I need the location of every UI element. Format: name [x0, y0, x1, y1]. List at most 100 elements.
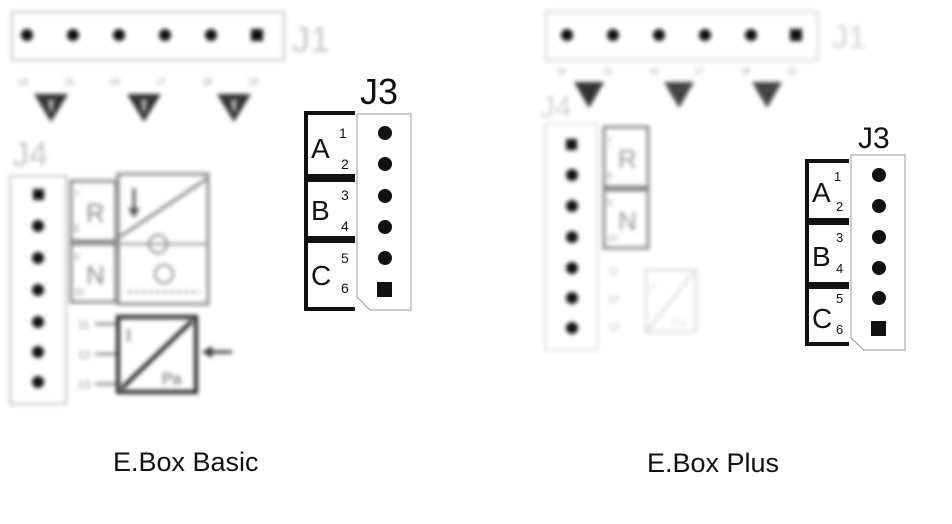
basic-pressure-transducer: [116, 315, 198, 394]
plus-j3-connector: J3 A B C 1 2 3 4 5 6: [805, 122, 906, 351]
basic-transformer-box: [116, 172, 210, 306]
basic-j3-pin-number: 2: [341, 156, 349, 172]
basic-j4-pin: [32, 346, 44, 358]
plus-j3-bracket-c: [805, 285, 849, 346]
basic-j3-connector: J3 A B C 1 2 3 4 5 6: [304, 71, 412, 311]
basic-n-pin: 10: [74, 287, 84, 297]
basic-j4-pin: [32, 376, 44, 388]
plus-j3-pin: [872, 199, 886, 213]
caption-plus: E.Box Plus: [647, 448, 780, 478]
plus-j1-terminal: 17: [695, 67, 704, 76]
basic-r-symbol: R: [86, 198, 105, 228]
plus-pcb-blurred: J1 14 15 16 17 18 19 J4 7 8: [540, 11, 866, 351]
basic-j1-terminal: 19: [248, 77, 258, 87]
basic-j3-bracket-a: [304, 111, 355, 178]
basic-j1-pin: [21, 29, 33, 41]
plus-r-box: [602, 125, 650, 189]
plus-j1-pin: [653, 29, 665, 41]
plus-valve-symbol: [752, 82, 782, 108]
plus-j1-terminal: 18: [741, 67, 750, 76]
ebox-plus-diagram: J1 14 15 16 17 18 19 J4 7 8: [540, 11, 906, 351]
basic-relay-coil: [148, 234, 168, 254]
plus-j1-pin: [561, 29, 573, 41]
basic-valve-symbol-inner: [141, 100, 147, 112]
plus-j3-pin: [872, 261, 886, 275]
plus-j4-pin: [566, 169, 578, 181]
plus-pin-11: 11: [608, 266, 619, 277]
plus-pin-13: 13: [608, 322, 620, 333]
plus-j4-pin: [566, 200, 578, 212]
plus-j1-header: [545, 11, 819, 61]
plus-j3-letter: C: [812, 303, 832, 334]
basic-j1-pin: [159, 29, 171, 41]
basic-valve-symbol-inner: [231, 100, 237, 112]
plus-j4-pin: [566, 292, 578, 304]
basic-j1-terminal: 15: [64, 77, 74, 87]
ebox-basic-diagram: J1 14 15 16 17 18 19 J4: [9, 11, 412, 405]
plus-j3-letter: A: [812, 177, 831, 208]
basic-j3-pin: [378, 220, 392, 234]
basic-current-symbol: I: [126, 326, 131, 346]
plus-j3-label: J3: [858, 122, 890, 155]
basic-arrow-down-head: [128, 208, 140, 218]
basic-j1-terminal: 17: [156, 77, 166, 87]
basic-j3-pin-number: 6: [341, 280, 349, 296]
basic-pin-11: 11: [78, 319, 89, 331]
basic-pa-symbol: Pa: [162, 371, 182, 388]
basic-j4-pin: [32, 220, 44, 232]
basic-j1-header: [11, 11, 285, 61]
plus-j4-label: J4: [540, 91, 572, 124]
basic-j1-pin: [113, 29, 125, 41]
basic-j1-terminal: 14: [18, 77, 28, 87]
plus-j1-terminal: 15: [603, 67, 612, 76]
basic-j1-terminal: 18: [202, 77, 212, 87]
basic-transformer-diagonal: [117, 176, 209, 240]
plus-r-symbol: R: [618, 144, 637, 174]
plus-j1-label: J1: [832, 19, 866, 55]
basic-j3-pin-number: 4: [341, 218, 349, 234]
plus-r-pin: 7: [607, 136, 612, 146]
plus-n-pin: 9: [607, 198, 612, 208]
basic-j1-pin: [67, 29, 79, 41]
basic-j3-header: [356, 113, 412, 311]
basic-j3-bracket-c: [304, 239, 355, 311]
plus-current-symbol: I: [652, 279, 655, 293]
basic-j4-pin-square: [33, 189, 44, 200]
plus-j3-letter: B: [812, 241, 831, 272]
basic-j3-letter: B: [311, 195, 330, 226]
plus-j3-bracket-a: [805, 159, 849, 222]
basic-pin-13: 13: [78, 379, 90, 391]
basic-pressure-arrow-head: [202, 346, 212, 358]
plus-j3-pin-number: 6: [836, 322, 843, 337]
basic-j1-label: J1: [292, 19, 330, 60]
basic-j3-letter: A: [311, 133, 330, 164]
basic-relay-coil: [154, 264, 174, 284]
plus-j1-terminal: 19: [787, 67, 796, 76]
basic-j3-pin: [378, 189, 392, 203]
basic-j1-pin: [205, 29, 217, 41]
caption-basic: E.Box Basic: [113, 447, 259, 477]
basic-j1-terminal: 16: [110, 77, 120, 87]
basic-n-box: [69, 242, 118, 304]
plus-valve-symbol: [574, 82, 604, 108]
plus-pa-symbol: Pa: [672, 317, 686, 329]
plus-j1-terminal: 14: [557, 67, 566, 76]
plus-pin-12: 12: [608, 294, 620, 305]
basic-j3-bracket-b: [304, 178, 355, 240]
basic-j3-label: J3: [360, 71, 398, 112]
basic-j4-pin: [32, 316, 44, 328]
basic-r-box: [69, 179, 118, 243]
plus-j1-terminal: 16: [649, 67, 658, 76]
plus-j3-pin-number: 4: [836, 261, 843, 276]
basic-r-pin: 7: [74, 189, 79, 199]
plus-j4-header: [544, 123, 598, 351]
basic-pcb-blurred: J1 14 15 16 17 18 19 J4: [9, 11, 330, 405]
basic-pin-12: 12: [78, 349, 90, 361]
plus-j3-pin-number: 2: [836, 199, 843, 214]
plus-j1-pin-square: [790, 29, 802, 41]
plus-j3-pin: [872, 291, 886, 305]
basic-j4-pin: [32, 252, 44, 264]
basic-j3-pin-number: 1: [339, 125, 347, 141]
basic-j4-label: J4: [12, 136, 48, 174]
